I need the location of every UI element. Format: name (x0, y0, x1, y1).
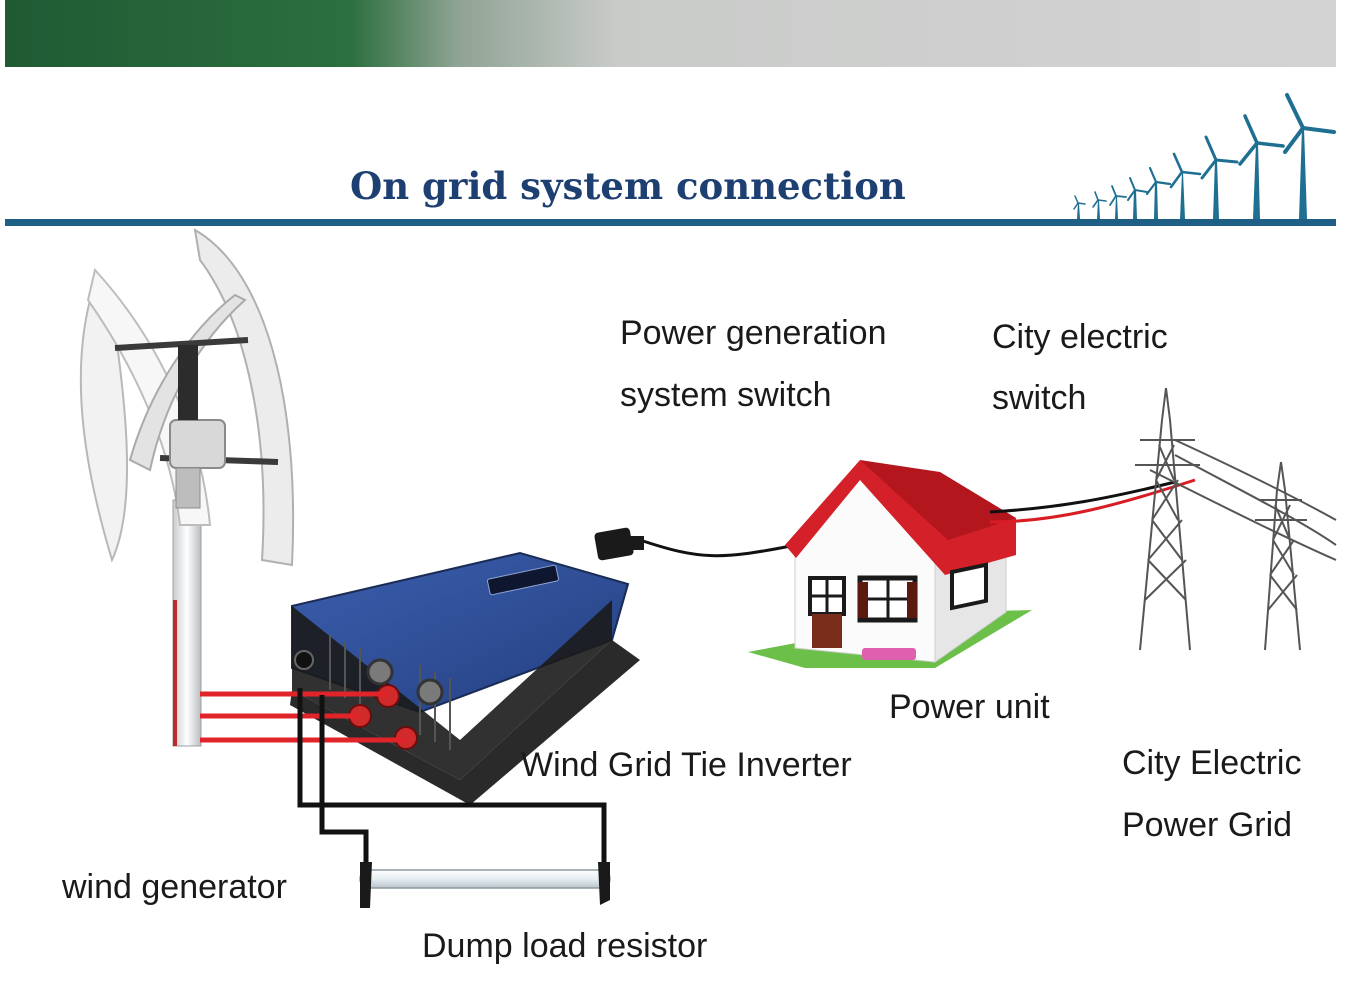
city-electric-switch-label-line2: switch (992, 379, 1087, 417)
city-grid-label-line1: City Electric (1122, 744, 1302, 782)
city-electric-switch-label-line1: City electric (992, 318, 1168, 356)
top-banner-strip (5, 0, 1336, 67)
inverter-to-house-cable (594, 527, 797, 561)
wind-generator-image (79, 228, 295, 747)
wind-turbines-logo (1073, 93, 1336, 219)
house-image (748, 460, 1032, 668)
dump-load-wires (297, 688, 607, 870)
transmission-towers-image (1135, 387, 1307, 651)
header-rule (5, 219, 1336, 226)
house-to-grid-cables (989, 439, 1337, 561)
power-generation-switch-label-line2: system switch (620, 376, 832, 414)
wind-generator-label: wind generator (62, 868, 287, 906)
inverter-label: Wind Grid Tie Inverter (521, 746, 852, 784)
city-grid-label-line2: Power Grid (1122, 806, 1293, 844)
dump-load-resistor-label: Dump load resistor (422, 927, 708, 965)
generator-to-inverter-wires (200, 691, 406, 743)
dump-load-resistor-image (359, 862, 611, 908)
diagram-title: On grid system connection (350, 164, 906, 208)
power-unit-label: Power unit (889, 688, 1050, 726)
power-generation-switch-label-line1: Power generation (620, 314, 887, 352)
